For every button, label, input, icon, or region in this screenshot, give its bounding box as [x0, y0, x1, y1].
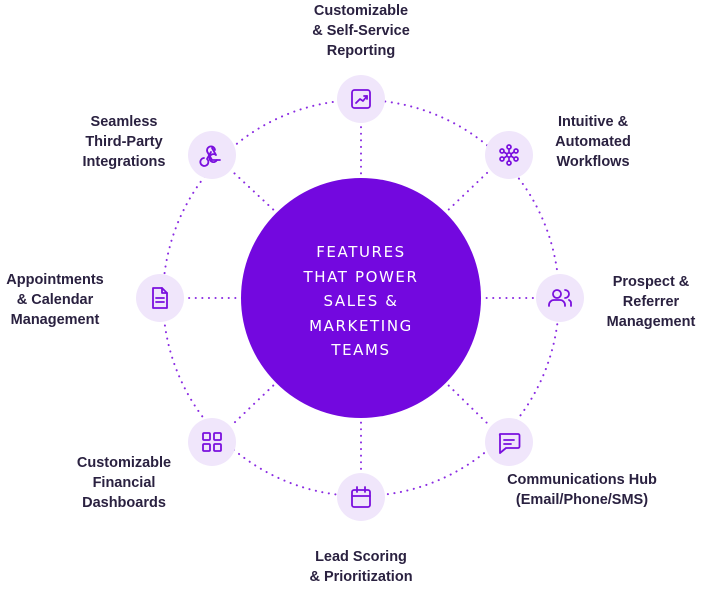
- feature-label-workflows: Intuitive & Automated Workflows: [555, 114, 631, 170]
- spoke-workflows: [443, 171, 489, 215]
- webhook-icon: [188, 131, 236, 179]
- workflow-network-icon: [485, 131, 533, 179]
- feature-label-reporting: Customizable & Self-Service Reporting: [312, 3, 410, 59]
- center-circle: [241, 178, 481, 418]
- document-icon: [136, 274, 184, 322]
- spoke-integrations: [232, 171, 279, 215]
- center-title: FEATURES THAT POWER SALES & MARKETING TE…: [303, 243, 419, 359]
- users-group-icon: [536, 274, 584, 322]
- feature-label-lead-scoring: Lead Scoring & Prioritization: [309, 549, 413, 585]
- feature-label-integrations: Seamless Third-Party Integrations: [82, 114, 166, 170]
- feature-label-appointments: Appointments & Calendar Management: [6, 272, 104, 328]
- spoke-communications: [443, 380, 489, 425]
- chat-bubble-icon: [485, 418, 533, 466]
- feature-label-communications: Communications Hub (Email/Phone/SMS): [507, 472, 657, 508]
- feature-label-prospects: Prospect & Referrer Management: [606, 274, 696, 330]
- icon-badges: [136, 75, 584, 521]
- dashboard-grid-icon: [188, 418, 236, 466]
- spoke-dashboards: [232, 380, 279, 425]
- trend-chart-icon: [337, 75, 385, 123]
- spokes: [181, 119, 539, 477]
- calendar-icon: [337, 473, 385, 521]
- feature-label-dashboards: Customizable Financial Dashboards: [76, 455, 172, 511]
